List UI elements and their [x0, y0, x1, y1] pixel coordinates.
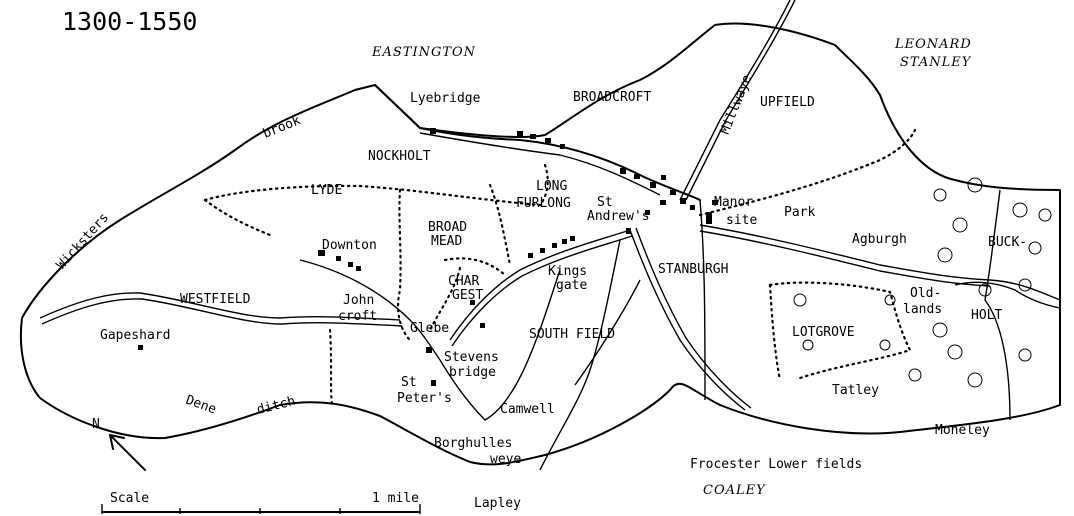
label-bridge: bridge	[449, 365, 496, 380]
woodland-trees	[793, 177, 1052, 388]
field-boundary-1	[203, 184, 542, 207]
label-buck: BUCK-	[988, 235, 1027, 250]
label-st-andrew: St	[597, 195, 613, 210]
road-southeast-b	[635, 227, 752, 409]
label-lands: lands	[903, 302, 942, 317]
field-boundary-9	[768, 283, 782, 382]
label-coaley: COALEY	[703, 483, 766, 498]
label-westfield: WESTFIELD	[180, 292, 251, 307]
label-upfield: UPFIELD	[760, 95, 815, 110]
label-gest: GEST	[452, 288, 483, 303]
millwaye-track-b	[685, 0, 796, 201]
label-moneley: Moneley	[935, 423, 990, 438]
scale-label: Scale	[110, 491, 149, 506]
road-south	[539, 239, 621, 471]
label-stevens: Stevens	[444, 350, 499, 365]
buckholt-cross	[954, 281, 1061, 309]
label-lyebridge: Lyebridge	[410, 91, 481, 106]
road-kingsgate-b	[451, 235, 633, 347]
main-road	[299, 259, 441, 361]
label-borghulles: Borghulles	[434, 436, 512, 451]
label-char: CHAR	[448, 274, 479, 289]
field-boundary-4	[396, 188, 412, 342]
road-south-b	[574, 279, 641, 386]
label-broadcroft: BROADCROFT	[573, 90, 651, 105]
label-kings: Kings	[548, 264, 587, 279]
westfield-stream	[39, 292, 401, 321]
main-road-b	[699, 224, 1061, 301]
label-st-peter: St	[401, 375, 417, 390]
label-glebe: Glebe	[410, 321, 449, 336]
label-long: LONG	[536, 179, 567, 194]
scale-bar: Scale 1 mile	[101, 491, 421, 514]
north-label: N	[92, 417, 100, 432]
label-stanburgh: STANBURGH	[658, 262, 728, 277]
map-title: 1300-1550	[62, 7, 197, 36]
label-stanley: STANLEY	[900, 55, 972, 70]
label-south-field: SOUTH FIELD	[529, 327, 615, 342]
label-mead: MEAD	[431, 234, 462, 249]
village-buildings	[138, 128, 718, 386]
label-john: John	[343, 293, 374, 308]
buckholt-line	[984, 189, 1011, 421]
label-ditch: ditch	[255, 394, 297, 418]
field-boundary-3	[488, 183, 512, 267]
field-boundary-2	[203, 198, 272, 237]
label-camwell: Camwell	[500, 402, 555, 417]
road-camwell	[439, 269, 561, 421]
label-frocester: Frocester Lower fields	[690, 457, 862, 472]
stream-southeast	[699, 199, 706, 401]
label-brook: brook	[261, 113, 303, 142]
label-furlong: FURLONG	[516, 196, 571, 211]
field-boundary-6	[443, 257, 507, 277]
field-boundary-11	[428, 266, 462, 332]
label-lotgrove: LOTGROVE	[792, 325, 855, 340]
field-boundary-8	[768, 281, 912, 380]
millwaye-track	[679, 0, 791, 201]
label-leonard: LEONARD	[894, 37, 972, 52]
main-road-c	[699, 230, 991, 287]
label-croft: croft	[338, 309, 377, 324]
label-old: Old-	[910, 286, 941, 301]
north-arrow: N	[92, 417, 146, 471]
label-nockholt: NOCKHOLT	[368, 149, 431, 164]
label-manor: Manor	[714, 195, 753, 210]
label-wicksters: Wicksters	[54, 210, 112, 272]
label-millwaye: Millwaye	[718, 73, 755, 137]
field-boundary-7	[698, 128, 917, 217]
field-boundary-5	[328, 328, 334, 406]
road-southeast	[629, 229, 746, 411]
scale-distance: 1 mile	[372, 491, 419, 506]
label-andrews: Andrew's	[587, 209, 650, 224]
label-gate: gate	[556, 278, 587, 293]
label-site: site	[726, 213, 757, 228]
label-holt: HOLT	[971, 308, 1002, 323]
label-weye: weye	[490, 452, 521, 467]
label-downton: Downton	[322, 238, 377, 253]
wicksters-brook	[374, 84, 701, 201]
label-lyde: LYDE	[311, 183, 342, 198]
label-broad: BROAD	[428, 220, 467, 235]
label-lapley: Lapley	[474, 496, 521, 511]
label-agburgh: Agburgh	[852, 232, 907, 247]
road-kingsgate	[449, 229, 631, 341]
label-park: Park	[784, 205, 815, 220]
westfield-stream-b	[41, 298, 403, 327]
village-road	[419, 132, 661, 196]
label-eastington: EASTINGTON	[371, 45, 476, 60]
label-dene: Dene	[184, 393, 219, 418]
label-gapeshard: Gapeshard	[100, 328, 170, 343]
label-tatley: Tatley	[832, 383, 879, 398]
label-peters: Peter's	[397, 391, 452, 406]
